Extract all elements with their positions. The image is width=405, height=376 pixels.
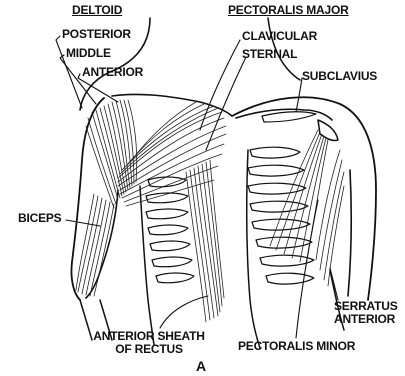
- deltoid-muscle-fibers: [86, 100, 137, 208]
- deltoid-anterior-label: ANTERIOR: [82, 66, 143, 79]
- left-clavicle: [112, 94, 232, 116]
- anterior-sheath-line-2: OF RECTUS: [84, 343, 214, 356]
- pectoralis-minor-fibers: [270, 130, 328, 264]
- leader-lines: [56, 36, 338, 338]
- left-torso-line: [140, 186, 154, 345]
- subclavius-muscle: [262, 112, 316, 122]
- clavicular-label: CLAVICULAR: [242, 30, 317, 43]
- serratus-line-2: ANTERIOR: [334, 313, 398, 326]
- biceps-label: BICEPS: [18, 212, 61, 225]
- serratus-anterior-fibers: [316, 150, 344, 286]
- right-torso-line: [247, 150, 260, 348]
- pectoralis-major-fibers: [118, 102, 226, 206]
- deltoid-heading: DELTOID: [72, 4, 122, 17]
- rectus-sheath-fibers: [186, 160, 224, 322]
- right-inner-arm-outline: [348, 170, 351, 296]
- deltoid-posterior-label: POSTERIOR: [62, 28, 131, 41]
- pectoralis-minor-label: PECTORALIS MINOR: [238, 340, 355, 353]
- subclavius-label: SUBCLAVIUS: [302, 70, 377, 83]
- sternal-label: STERNAL: [242, 48, 297, 61]
- right-shoulder-arm-outline: [232, 97, 376, 300]
- left-rib-cage: [146, 177, 194, 283]
- deltoid-middle-label: MIDDLE: [66, 47, 111, 60]
- serratus-anterior-label: SERRATUS ANTERIOR: [334, 300, 398, 326]
- right-clavicle: [236, 109, 332, 120]
- pectoralis-major-heading: PECTORALIS MAJOR: [228, 4, 349, 17]
- anterior-sheath-label: ANTERIOR SHEATH OF RECTUS: [84, 330, 214, 356]
- left-shoulder-arm-outline: [71, 98, 104, 300]
- figure-letter: A: [196, 360, 206, 373]
